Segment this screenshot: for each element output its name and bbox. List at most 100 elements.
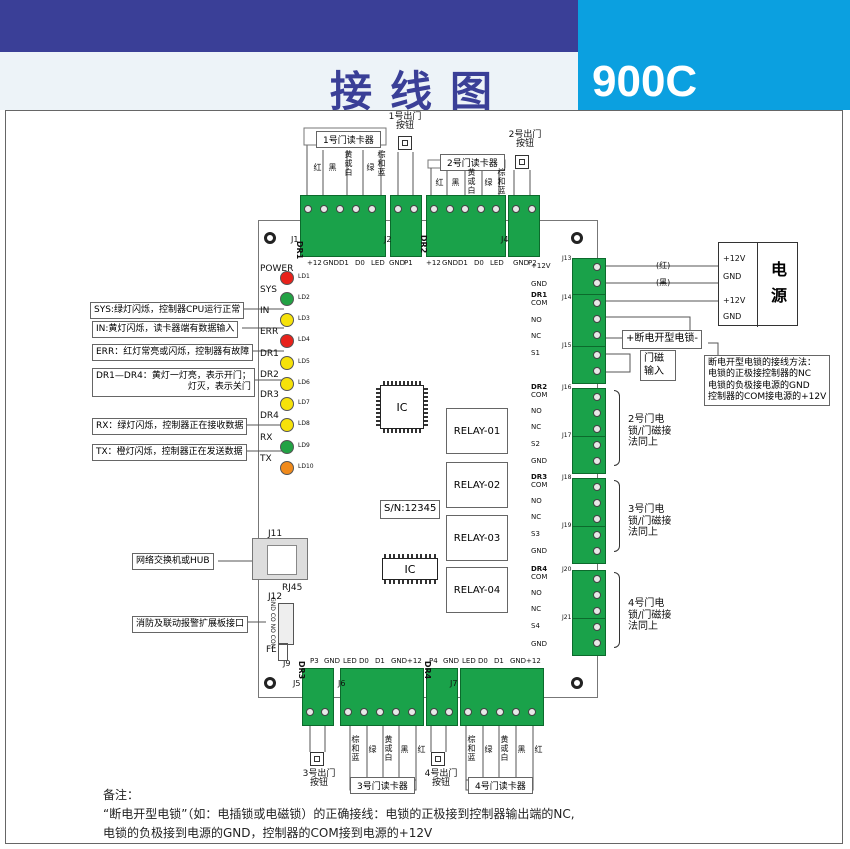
ic2-pin [397,580,400,584]
label-dr1: DR1 [531,291,548,299]
ic1-pin [424,388,428,390]
ic2-pin [411,554,413,558]
ic2-pin [406,580,409,584]
bottom-pin-dr3: LED [343,657,357,665]
reader2-wire-green: 绿 [484,178,493,187]
diagram-frame [5,110,843,844]
top-pin-dr1: GND [323,259,340,267]
bottom-pin-dr3: D0 [359,657,369,665]
note-dr-line1: DR1—DR4：黄灯一灯亮，表示开门； [96,371,251,381]
top-screw [461,205,469,213]
top-screw [476,205,485,213]
ic1-pin [376,400,380,402]
ic1-pin [387,381,389,385]
connector-s2 [572,436,606,474]
top-pin-p1: P1 [404,259,413,267]
right-screw [593,331,601,339]
rj45-socket [267,545,297,575]
bottom-screw [528,708,536,716]
bottom-pin-dr4: +12 [526,657,541,665]
door-sensor-label: 门磁输入 [640,350,676,381]
network-switch-label: 网络交换机或HUB [132,553,214,571]
bottom-pin-p3: GND [324,657,341,665]
pin-d1-no: NO [531,316,542,324]
ic2-pin [388,580,391,584]
ic2-pin [411,580,413,584]
ic2-pin [424,554,427,558]
ic1-pin [376,416,380,418]
designator-dr1: DR1 [295,240,305,260]
designator-j20: J20 [562,566,572,573]
fire-alarm-label: 消防及联动报警扩展板接口 [132,616,249,634]
ic-chip-2: IC [382,558,438,580]
led-id: LD6 [298,379,310,386]
connector-s4 [572,618,606,656]
led-id: LD2 [298,294,310,301]
top-screw [445,205,454,213]
header-right-band [578,0,850,110]
bottom-pin-dr3: D1 [375,657,385,665]
top-screw [336,205,344,213]
right-screw [593,639,601,647]
led-id: LD10 [298,463,314,470]
top-pin-dr2: +12 [426,259,441,267]
top-screw [430,205,438,213]
designator-dr4: DR4 [423,660,433,680]
top-screw [528,205,536,213]
relay-02: RELAY-02 [446,462,508,508]
pin-d2-nc: NC [531,423,542,431]
designator-j9: J9 [283,659,291,668]
label-dr3: DR3 [531,473,548,481]
top-screw [410,205,418,213]
connector-p2 [508,195,540,257]
right-screw [593,457,601,465]
ic2-pin [420,580,422,584]
led-indicator-ld2 [280,292,294,306]
ic1-pin [407,381,409,385]
right-screw [593,263,601,271]
bottom-screw [496,708,504,716]
designator-j13: J13 [562,255,572,262]
ic1-pin [424,420,428,422]
led-name: TX [260,454,272,464]
connector-s1 [572,346,606,384]
top-pin-dr2: LED [490,259,504,267]
right-screw [593,393,601,401]
psu-red-wire: (红) [656,261,671,270]
ic1-pin [411,429,413,433]
bottom-pin-dr3: GND [391,657,408,665]
failsafe-note: 断电开型电锁的接线方法： 电锁的正极接控制器的NC 电锁的负极接电源的GND 控… [704,355,831,406]
right-screw [593,425,601,433]
ic1-pin [399,381,401,385]
right-screw [593,351,601,359]
button4-icon [431,752,445,766]
led-indicator-ld9 [280,440,294,454]
ic2-pin [402,554,404,558]
ic2-pin [397,554,400,558]
right-screw [593,499,601,507]
footer-line2: 电锁的负极接到电源的GND，控制器的COM接到电源的+12V [103,826,433,840]
led-indicator-ld4 [280,334,294,348]
top-pin-p2: GND [513,259,530,267]
ic-chip-1-label: IC [396,401,408,414]
controller-board [258,220,598,698]
ic1-pin [424,392,428,394]
pin-d3-no: NO [531,497,542,505]
ic2-pin [415,580,418,584]
ic1-pin [403,381,405,385]
connector-power [572,258,606,296]
button2-label: 2号出门按钮 [508,130,542,149]
top-pin-dr1: D1 [339,259,349,267]
pin-s1: S1 [531,349,540,357]
right-screw [593,409,601,417]
ic1-pin [399,429,401,433]
reader4-wire-green: 绿 [484,745,493,754]
psu-pin-2: GND [723,272,742,281]
designator-j7: J7 [450,679,458,688]
psu-pin-4: GND [723,312,742,321]
psu-title: 电源 [771,260,788,305]
reader2-label: 2号门读卡器 [440,154,505,171]
relay-04: RELAY-04 [446,567,508,613]
reader3-wire-red: 红 [417,745,426,754]
ic1-pin [411,381,413,385]
